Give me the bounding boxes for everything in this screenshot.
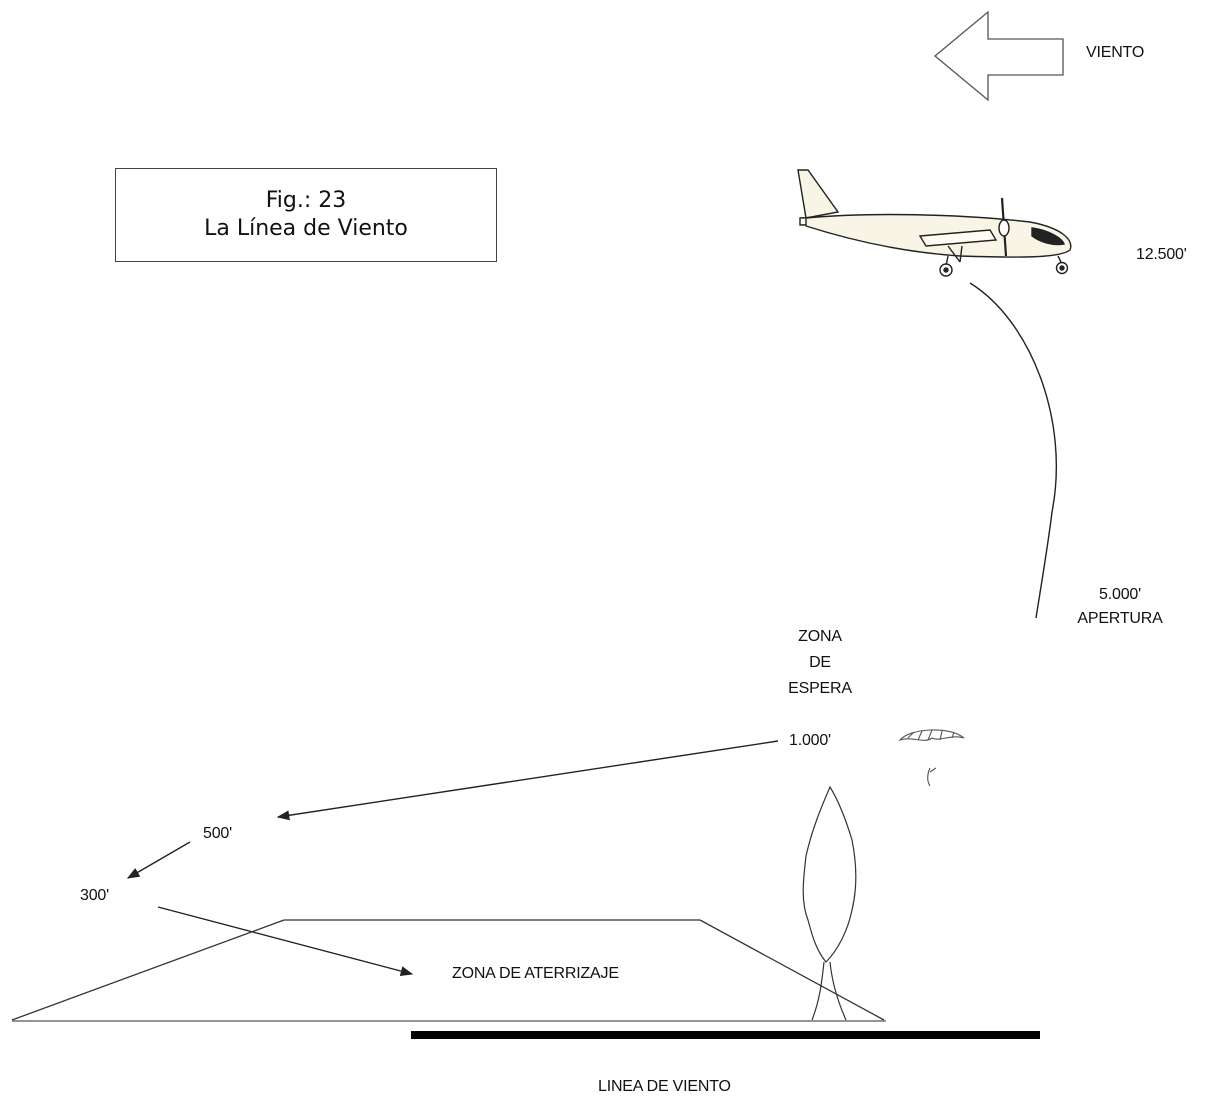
holding-zone-line1: ZONA (798, 628, 842, 645)
wind-line-label: LINEA DE VIENTO (598, 1078, 731, 1095)
figure-caption-box: Fig.: 23 La Línea de Viento (115, 168, 497, 262)
airplane-icon (797, 169, 1072, 277)
parachute-icon (898, 729, 965, 787)
landing-zone-label: ZONA DE ATERRIZAJE (452, 965, 619, 982)
altitude-500-label: 500' (203, 825, 232, 842)
tree-icon (802, 785, 857, 1021)
altitude-1000-label: 1.000' (789, 732, 831, 749)
figure-number: Fig.: 23 (265, 188, 347, 213)
figure-title: La Línea de Viento (204, 216, 408, 241)
arrow-300-to-landing (157, 906, 414, 976)
wind-arrow-icon (933, 10, 1064, 102)
altitude-12500-label: 12.500' (1136, 246, 1187, 263)
opening-altitude-label: 5.000' (1099, 586, 1141, 603)
landing-zone-terrain (11, 919, 886, 1022)
arrow-500-to-300 (126, 841, 191, 879)
wind-line-bar (411, 1031, 1040, 1039)
freefall-trajectory (969, 282, 1058, 619)
altitude-300-label: 300' (80, 887, 109, 904)
holding-zone-line3: ESPERA (788, 680, 852, 697)
arrow-1000-to-500 (276, 740, 779, 821)
holding-zone-line2: DE (809, 654, 831, 671)
wind-label: VIENTO (1086, 44, 1145, 61)
opening-label: APERTURA (1077, 610, 1163, 627)
